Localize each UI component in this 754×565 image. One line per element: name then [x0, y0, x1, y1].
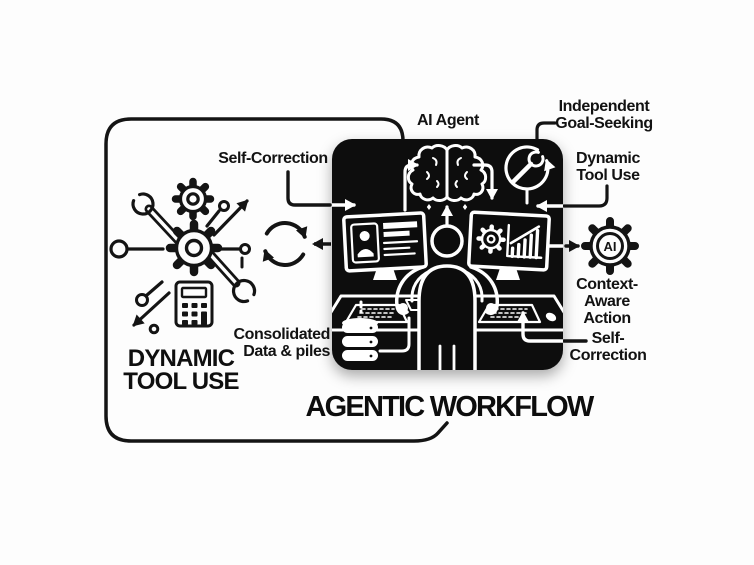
label-line: Aware — [584, 293, 630, 310]
label-context-aware-action: Context- Aware Action — [576, 276, 638, 327]
brain-icon — [406, 144, 488, 202]
tool-cluster-icon — [109, 177, 257, 335]
label-consolidated-data: Consolidated Data & piles — [210, 326, 330, 360]
diagram-title: AGENTIC WORKFLOW — [305, 391, 595, 423]
calculator-icon — [174, 280, 214, 328]
label-line: Self-Correction — [218, 150, 328, 167]
label-line: Action — [583, 310, 631, 327]
label-line: Correction — [569, 347, 647, 364]
label-self-correction-top: Self-Correction — [218, 150, 328, 167]
label-line: Context- — [576, 276, 638, 293]
analytics-monitor-icon — [467, 210, 551, 272]
label-self-correction-bottom: Self- Correction — [570, 330, 647, 364]
gear-icon — [165, 219, 223, 277]
panel-arrows — [332, 159, 563, 343]
database-icon — [342, 318, 378, 361]
network-arrows-icon — [109, 199, 251, 335]
connector-dynamic-tool-use — [562, 184, 609, 208]
gear-icon — [171, 177, 215, 221]
monitor-stand — [496, 268, 520, 280]
label-line: Self- — [591, 330, 625, 347]
connectors — [286, 121, 609, 343]
label-line: Consolidated — [233, 326, 330, 343]
refresh-cycle-icon — [262, 221, 308, 267]
label-line: TOOL USE — [123, 368, 239, 395]
profile-monitor-icon — [342, 211, 428, 273]
label-line: Dynamic — [576, 150, 640, 167]
label-line: Independent — [558, 98, 650, 115]
label-line: DYNAMIC — [127, 345, 235, 372]
label-line: Goal-Seeking — [555, 115, 653, 132]
gear-icon — [476, 224, 506, 254]
title-text: AGENTIC WORKFLOW — [305, 391, 595, 423]
wrench-cycle-icon — [504, 145, 556, 205]
connector-database — [378, 316, 411, 353]
monitor-stand — [373, 268, 397, 280]
label-independent-goal-seeking: Independent Goal-Seeking — [555, 98, 653, 132]
tool-box-border — [104, 117, 449, 443]
bar-chart-icon — [506, 223, 543, 260]
ai-badge-text: AI — [604, 239, 617, 254]
operator-icon — [395, 224, 499, 370]
label-dynamic-tool-use-big: DYNAMIC TOOL USE — [123, 345, 239, 395]
ai-gear-icon: AI — [581, 217, 639, 275]
label-line: Tool Use — [576, 167, 640, 184]
label-line: Data & piles — [243, 343, 330, 360]
connector-self-correction-top — [286, 170, 332, 207]
label-line: AI Agent — [417, 112, 479, 129]
label-ai-agent: AI Agent — [417, 112, 479, 129]
label-dynamic-tool-use-right: Dynamic Tool Use — [576, 150, 640, 184]
connector-goal-seeking — [535, 121, 557, 142]
